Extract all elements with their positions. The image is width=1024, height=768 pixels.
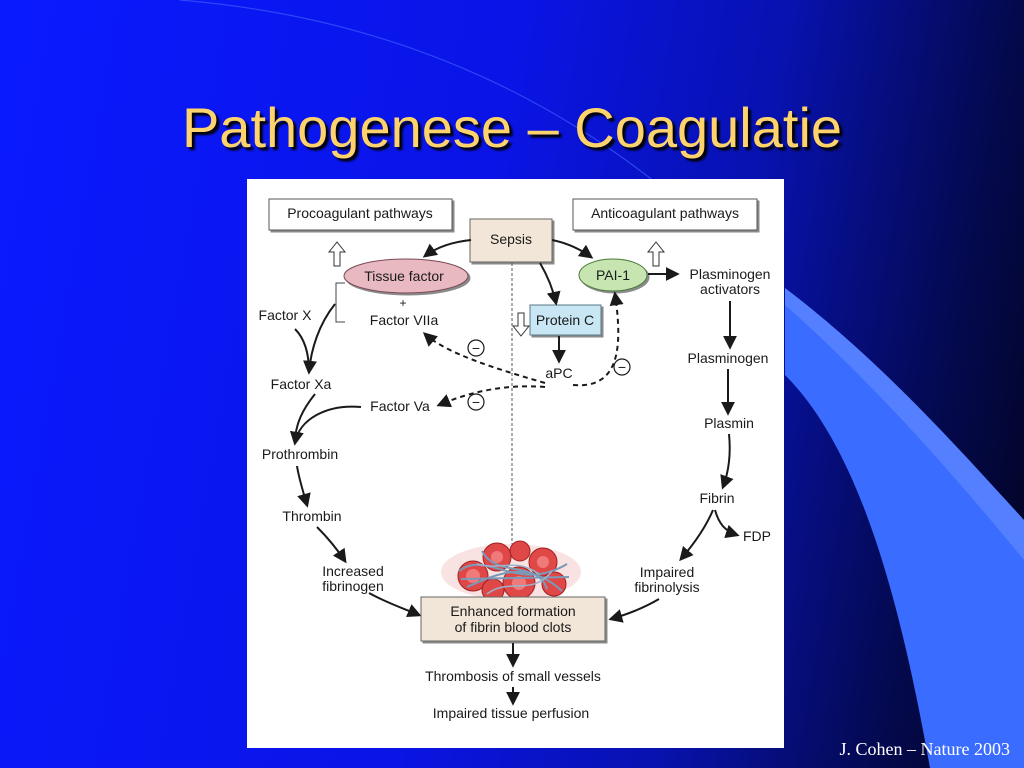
pai1-label: PAI-1 (596, 267, 630, 283)
inhibition-icon: − (467, 393, 485, 411)
plasminogen-activators-label-line2: activators (700, 281, 760, 297)
increase-arrow-icon (646, 241, 666, 267)
anticoagulant-header-box: Anticoagulant pathways (572, 198, 758, 231)
factor-va-label: Factor Va (370, 398, 430, 414)
thrombin-label: Thrombin (282, 508, 341, 524)
plasmin-label: Plasmin (704, 415, 754, 431)
sepsis-label: Sepsis (490, 231, 532, 247)
inhibition-symbol: − (472, 340, 480, 356)
prothrombin-label: Prothrombin (262, 446, 338, 462)
pai1-node: PAI-1 (578, 258, 648, 292)
slide-title: Pathogenese – Coagulatie (181, 96, 843, 159)
factor-viia-label: Factor VIIa (370, 312, 439, 328)
enhanced-formation-box: Enhanced formation of fibrin blood clots (420, 596, 606, 642)
perfusion-label: Impaired tissue perfusion (433, 705, 589, 721)
citation: J. Cohen – Nature 2003 (839, 739, 1010, 759)
inhibition-icon: − (613, 358, 631, 376)
decrease-arrow-icon (511, 312, 531, 337)
complex-bracket (335, 282, 345, 323)
inhibition-symbol: − (472, 394, 480, 410)
diagram-panel: Procoagulant pathways Anticoagulant path… (247, 179, 784, 748)
fdp-label: FDP (743, 528, 771, 544)
inhibition-path-factor-va (436, 385, 546, 408)
inhibition-path-tissue-factor (422, 332, 546, 384)
factor-xa-label: Factor Xa (271, 376, 332, 392)
increase-arrow-icon (327, 241, 347, 267)
impaired-fibrinolysis-label-line2: fibrinolysis (634, 579, 699, 595)
protein-c-label: Protein C (536, 312, 594, 328)
inhibition-icon: − (467, 339, 485, 357)
blood-clot-icon (441, 540, 581, 602)
enhanced-formation-label-line1: Enhanced formation (450, 603, 575, 619)
tissue-factor-label: Tissue factor (364, 268, 444, 284)
apc-label: aPC (545, 365, 572, 381)
anticoagulant-header: Anticoagulant pathways (591, 205, 739, 221)
coagulation-pathway-diagram: Procoagulant pathways Anticoagulant path… (259, 198, 771, 721)
tissue-factor-node: Tissue factor (343, 258, 469, 294)
procoagulant-header: Procoagulant pathways (287, 205, 433, 221)
inhibition-path-pai1 (572, 291, 624, 387)
sepsis-box: Sepsis (469, 218, 553, 263)
plasminogen-label: Plasminogen (688, 350, 769, 366)
procoagulant-header-box: Procoagulant pathways (268, 198, 453, 231)
thrombosis-label: Thrombosis of small vessels (425, 668, 601, 684)
enhanced-formation-label-line2: of fibrin blood clots (455, 619, 572, 635)
increased-fibrinogen-label-line1: Increased (322, 563, 383, 579)
protein-c-box: Protein C (529, 304, 602, 336)
inhibition-symbol: − (618, 359, 626, 375)
increased-fibrinogen-label-line2: fibrinogen (322, 578, 384, 594)
plus-sign: + (399, 296, 406, 310)
plasminogen-activators-label-line1: Plasminogen (690, 266, 771, 282)
impaired-fibrinolysis-label-line1: Impaired (640, 564, 694, 580)
fibrin-label: Fibrin (699, 490, 734, 506)
factor-x-label: Factor X (259, 307, 313, 323)
